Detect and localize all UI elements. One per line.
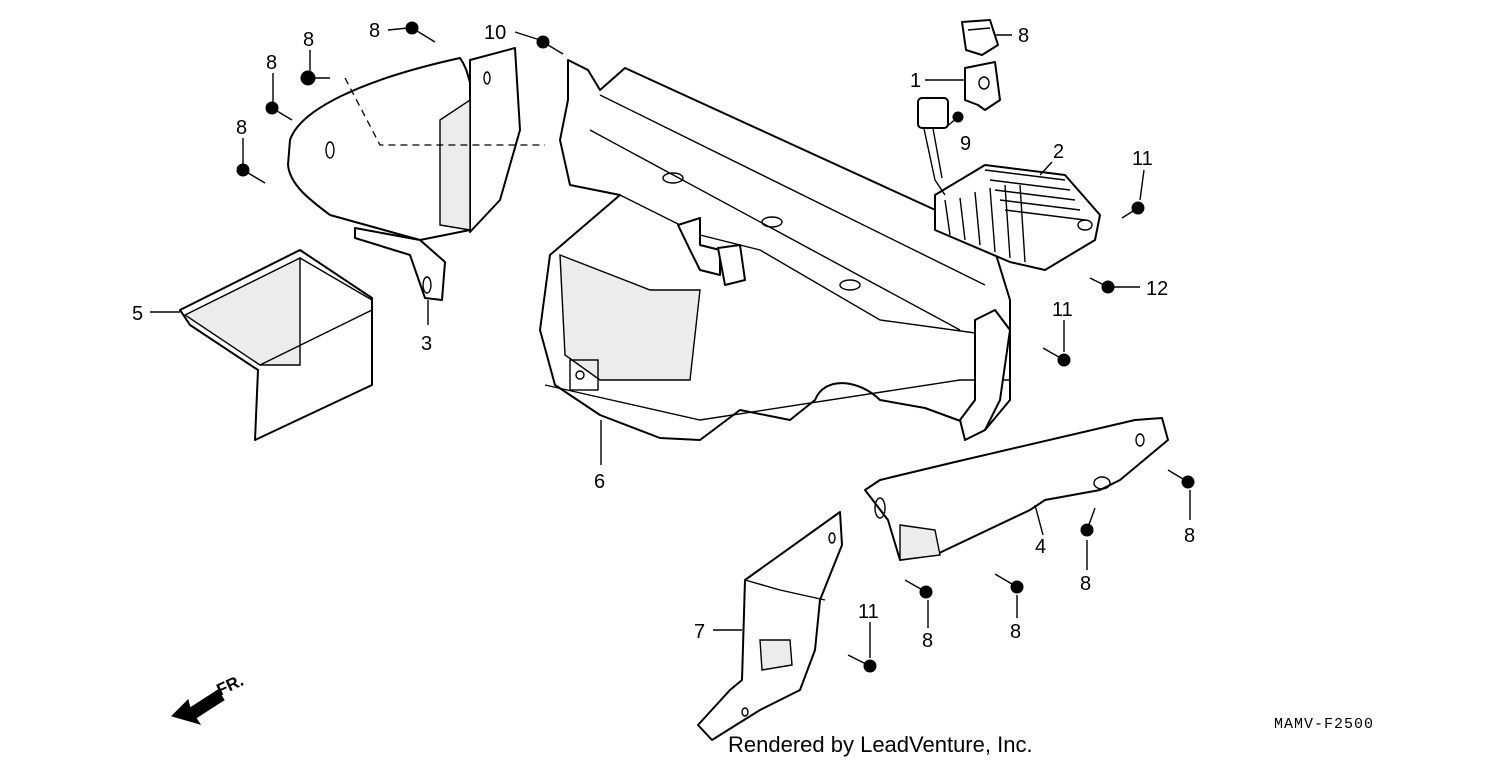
bolt-icon-11c[interactable] — [847, 654, 877, 673]
callout-8f: 8 — [1080, 573, 1091, 595]
part-3-upper-shroud[interactable] — [287, 47, 545, 301]
bolt-icon-11b[interactable] — [1042, 347, 1071, 367]
part-2-regulator-rectifier[interactable] — [917, 97, 1101, 271]
part-9-clip[interactable] — [961, 19, 999, 56]
callout-11b: 11 — [1052, 299, 1073, 321]
leader-lines — [150, 27, 1191, 658]
bolt-icon-8f[interactable] — [1080, 507, 1096, 537]
part-6-main-housing[interactable] — [539, 59, 1011, 441]
part-4-right-lower-cover[interactable] — [864, 417, 1169, 561]
callout-4: 4 — [1035, 536, 1046, 558]
part-5-lower-left-panel[interactable] — [179, 249, 373, 441]
front-direction-arrow-icon: FR. — [171, 671, 247, 725]
callout-8a: 8 — [369, 20, 380, 42]
callout-8d: 8 — [236, 117, 247, 139]
callout-11c: 11 — [858, 601, 879, 623]
bolt-icon-10[interactable] — [944, 111, 964, 129]
callout-6: 6 — [594, 471, 605, 493]
callout-9: 8 — [1018, 25, 1029, 47]
callout-8e: 8 — [1184, 525, 1195, 547]
part-1-bracket[interactable] — [964, 61, 1001, 111]
bolt-icon-11a[interactable] — [536, 35, 564, 55]
callout-12a: 11 — [1132, 148, 1153, 170]
part-7-lower-bracket[interactable] — [697, 511, 843, 741]
callout-12b: 12 — [1146, 278, 1168, 300]
bolt-icon-12a[interactable] — [1121, 201, 1145, 219]
callout-8b: 8 — [303, 29, 314, 51]
callout-8c: 8 — [266, 52, 277, 74]
bolt-icon-8d[interactable] — [236, 163, 266, 184]
bolt-icon-12b[interactable] — [1089, 277, 1115, 294]
bolt-icon-8a[interactable] — [405, 21, 436, 43]
footer-credit: Rendered by LeadVenture, Inc. — [728, 732, 1033, 757]
callout-2: 2 — [1053, 141, 1064, 163]
callout-7: 7 — [694, 621, 705, 643]
callout-8g: 8 — [1010, 621, 1021, 643]
callout-3: 3 — [421, 333, 432, 355]
callout-1: 1 — [910, 70, 921, 92]
callout-8h: 8 — [922, 630, 933, 652]
callout-11a: 10 — [484, 22, 506, 44]
bolt-icon-8c[interactable] — [265, 101, 293, 121]
callout-10: 9 — [960, 133, 971, 155]
callout-5: 5 — [132, 303, 143, 325]
bolt-icon-8b[interactable] — [300, 70, 330, 86]
callouts: 1 2 3 4 5 6 7 8 8 8 8 8 8 8 8 8 9 10 11 … — [132, 20, 1195, 652]
bolt-icon-8g[interactable] — [994, 573, 1024, 594]
bolt-icon-8e[interactable] — [1167, 469, 1195, 489]
diagram-code: MAMV-F2500 — [1274, 716, 1374, 733]
bolt-icon-8h[interactable] — [904, 579, 933, 599]
